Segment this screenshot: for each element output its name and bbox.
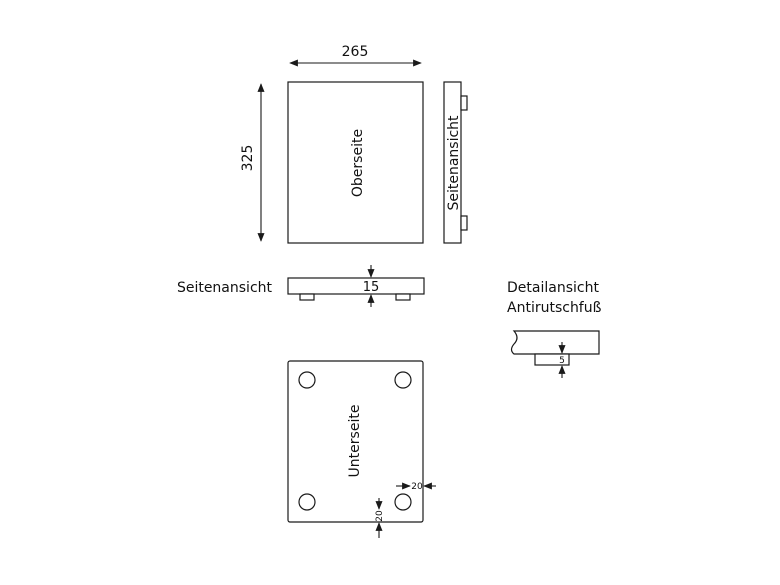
detail-foot-height-value: 5 <box>559 356 565 366</box>
thickness-dimension-value: 15 <box>363 280 380 295</box>
height-dimension-value: 325 <box>240 145 256 172</box>
detail-board-section <box>510 330 600 355</box>
foot-offset-y-value: 20 <box>375 510 385 522</box>
foot-top-right <box>394 371 412 389</box>
thickness-dimension: 15 <box>363 265 380 307</box>
side-view-horizontal: Seitenansicht <box>177 277 425 301</box>
side-view-horizontal-foot-left <box>299 293 315 301</box>
bottom-view-board <box>287 360 424 523</box>
side-view-vertical-foot-top <box>460 95 468 111</box>
bottom-view: Unterseite <box>287 360 424 523</box>
width-dimension: 265 <box>289 44 422 67</box>
side-view-horizontal-label: Seitenansicht <box>177 280 273 296</box>
foot-offset-x-dimension: 20 <box>396 482 436 492</box>
side-view-horizontal-board <box>287 277 425 295</box>
side-view-vertical-label: Seitenansicht <box>446 115 462 211</box>
detail-foot <box>534 353 570 366</box>
foot-offset-y-dimension: 20 <box>375 498 385 538</box>
width-dimension-value: 265 <box>342 44 369 60</box>
top-view-label: Oberseite <box>350 129 366 197</box>
side-view-vertical-board <box>443 81 462 244</box>
foot-bottom-left <box>298 493 316 511</box>
detail-title-line1: Detailansicht <box>507 280 599 296</box>
top-view: Oberseite <box>287 81 424 244</box>
detail-title-line2: Antirutschfuß <box>507 300 602 316</box>
side-view-horizontal-foot-right <box>395 293 411 301</box>
foot-top-left <box>298 371 316 389</box>
bottom-view-label: Unterseite <box>347 405 363 478</box>
detail-view: Detailansicht Antirutschfuß 5 <box>507 280 602 378</box>
foot-bottom-right <box>394 493 412 511</box>
side-view-vertical-foot-bottom <box>460 215 468 231</box>
foot-offset-x-value: 20 <box>411 482 423 492</box>
top-view-board <box>287 81 424 244</box>
height-dimension: 325 <box>240 83 265 242</box>
side-view-vertical: Seitenansicht <box>443 81 468 244</box>
